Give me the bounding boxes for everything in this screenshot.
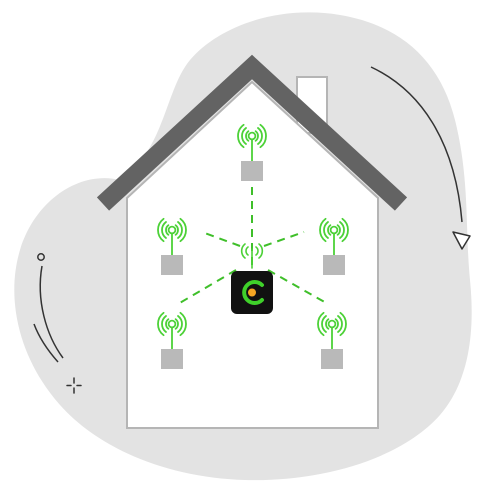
node-right	[319, 217, 349, 275]
mesh-link-left	[201, 231, 241, 247]
node-box	[241, 161, 263, 181]
node-box	[161, 349, 183, 369]
rotate-arc-right	[370, 66, 471, 250]
roof	[96, 54, 408, 211]
mesh-link-bottom-right	[267, 269, 329, 305]
hub-antenna-icon	[240, 243, 264, 269]
rotate-arc	[370, 66, 463, 223]
hub-logo-ring	[242, 280, 264, 305]
decor-arc-outer	[39, 265, 64, 359]
node-box	[161, 255, 183, 275]
decor-arc-inner	[33, 323, 59, 363]
decor-arcs-left	[33, 253, 82, 394]
antenna-signal-icon	[317, 311, 347, 351]
antenna-signal-icon	[319, 217, 349, 257]
decor-ring	[37, 253, 45, 261]
node-left	[157, 217, 187, 275]
antenna-signal-icon	[157, 217, 187, 257]
node-box	[323, 255, 345, 275]
hub-router	[231, 243, 273, 314]
node-top	[237, 123, 267, 181]
triangle-arrow-icon	[452, 231, 471, 250]
sparkle-icon	[66, 377, 82, 394]
mesh-link-bottom-left	[177, 269, 237, 305]
node-bottom-left	[157, 311, 187, 369]
node-bottom-right	[317, 311, 347, 369]
node-box	[321, 349, 343, 369]
antenna-signal-icon	[237, 123, 267, 163]
antenna-signal-icon	[157, 311, 187, 351]
hub-logo-dot	[248, 288, 256, 297]
mesh-link-right	[263, 231, 305, 247]
mesh-nodes	[157, 123, 349, 369]
